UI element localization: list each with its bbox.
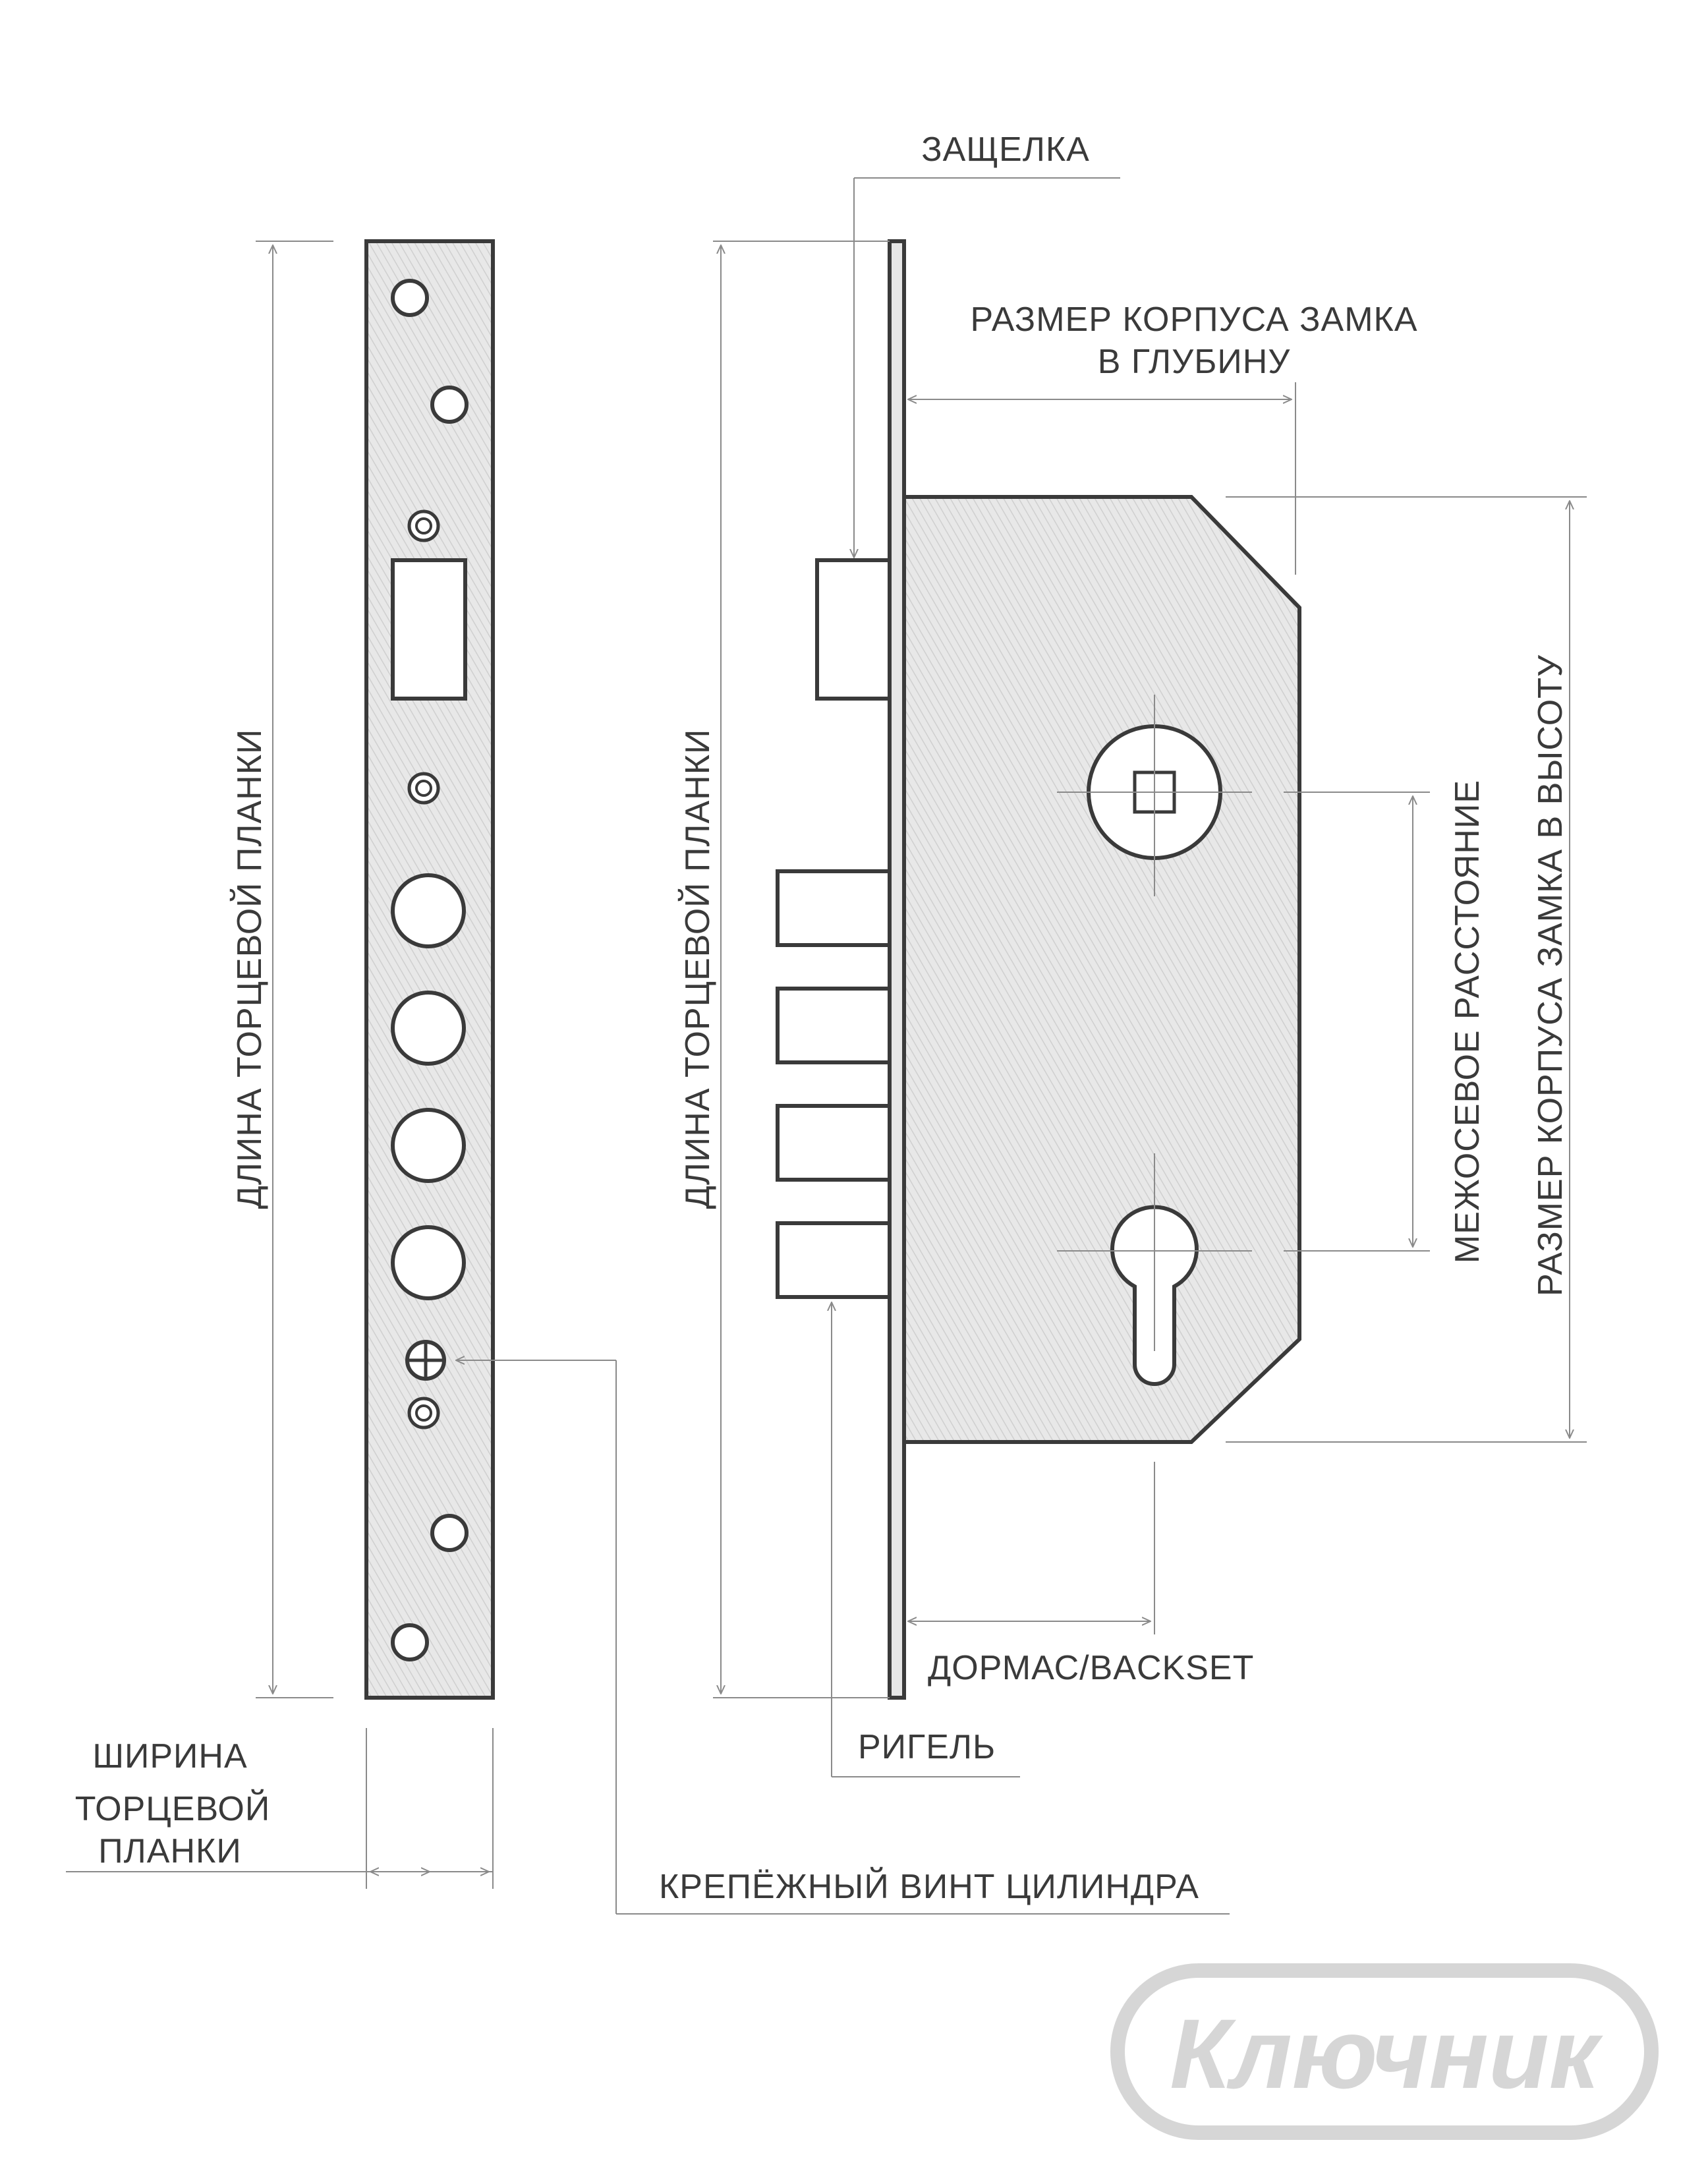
- faceplate-screw: [407, 772, 440, 805]
- faceplate-bolt-hole: [391, 873, 466, 948]
- bolt: [776, 1104, 892, 1182]
- label-faceplate-length-right: ДЛИНА ТОРЦЕВОЙ ПЛАНКИ: [678, 729, 717, 1209]
- label-center-distance: МЕЖОСЕВОЕ РАССТОЯНИЕ: [1448, 780, 1487, 1263]
- label-faceplate-width-1: ШИРИНА: [92, 1737, 247, 1775]
- dim-backset: [908, 1462, 1155, 1634]
- faceplate-side: [888, 239, 906, 1700]
- dim-body-depth: [908, 382, 1296, 575]
- logo: Ключник: [1110, 1963, 1659, 2140]
- label-faceplate-width-2: ТОРЦЕВОЙ: [75, 1789, 271, 1828]
- faceplate-screw: [407, 1397, 440, 1429]
- svg-text:Ключник: Ключник: [1170, 1998, 1603, 2109]
- label-body-height: РАЗМЕР КОРПУСА ЗАМКА В ВЫСОТУ: [1531, 654, 1570, 1296]
- label-faceplate-width-3: ПЛАНКИ: [98, 1832, 241, 1870]
- leader-cylinder-screw: [456, 1360, 1230, 1915]
- bolt: [776, 1221, 892, 1299]
- faceplate-bolt-hole: [391, 1225, 466, 1300]
- faceplate-hole: [430, 1514, 469, 1552]
- leader-bolt: [832, 1302, 1020, 1777]
- label-body-depth-2: В ГЛУБИНУ: [1098, 343, 1291, 381]
- lock-body: [776, 239, 1301, 1700]
- faceplate-bolt-hole: [391, 991, 466, 1066]
- dim-center-distance: [1284, 792, 1430, 1252]
- label-bolt: РИГЕЛЬ: [858, 1728, 996, 1766]
- faceplate-hole-top: [391, 279, 429, 317]
- faceplate-hole-bottom: [391, 1623, 429, 1661]
- dim-faceplate-width: [66, 1728, 494, 1889]
- dim-faceplate-length-right: [713, 241, 890, 1698]
- faceplate-hole: [430, 386, 469, 424]
- label-body-depth-1: РАЗМЕР КОРПУСА ЗАМКА: [970, 301, 1417, 339]
- faceplate-screw: [407, 509, 440, 542]
- faceplate-bolt-hole: [391, 1108, 466, 1183]
- label-latch: ЗАЩЕЛКА: [921, 130, 1090, 169]
- faceplate-latch-slot: [391, 558, 467, 701]
- dim-faceplate-length-left: [256, 241, 333, 1698]
- label-cylinder-screw: КРЕПЁЖНЫЙ ВИНТ ЦИЛИНДРА: [659, 1867, 1199, 1906]
- label-backset: ДОРМАС/BACKSET: [928, 1649, 1254, 1687]
- bolt: [776, 869, 892, 947]
- bolt: [776, 987, 892, 1064]
- dim-body-height: [1226, 496, 1587, 1443]
- faceplate: [364, 239, 495, 1700]
- latch: [815, 558, 892, 701]
- label-faceplate-length-left: ДЛИНА ТОРЦЕВОЙ ПЛАНКИ: [230, 729, 269, 1209]
